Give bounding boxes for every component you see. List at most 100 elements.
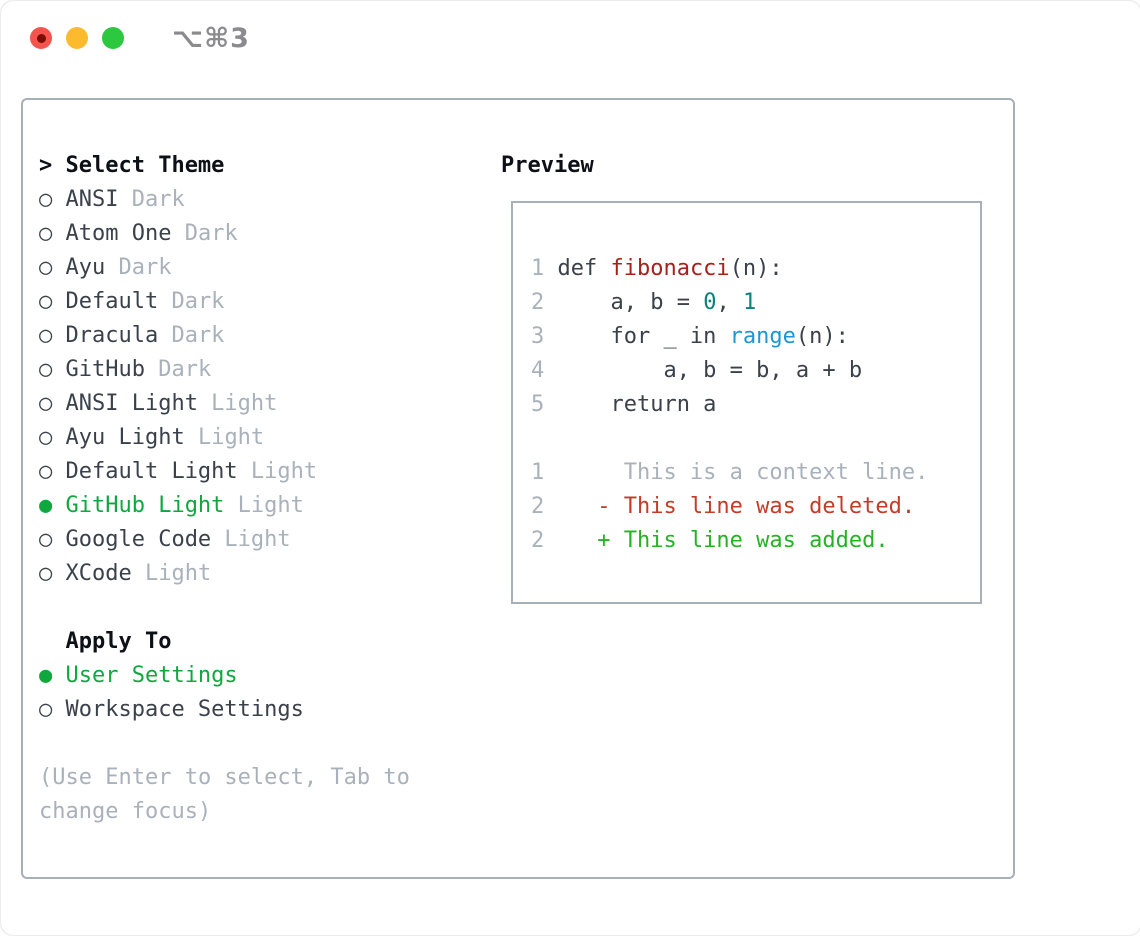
code-token: This is a context line. [557,460,929,485]
line-number: 2 [531,494,545,519]
theme-variant-tag: Light [237,459,318,484]
theme-variant-tag: Light [131,561,212,586]
code-token: - This line was deleted. [557,494,916,519]
option-label: GitHub [65,357,145,382]
theme-variant-tag: Dark [144,357,212,382]
theme-variant-tag: Dark [105,255,172,280]
line-number: 2 [531,528,545,553]
theme-variant-tag: Dark [158,289,225,314]
theme-variant-tag: Dark [158,323,225,348]
select-theme-title: Select Theme [65,153,225,178]
code-token: return a [557,392,717,417]
option-label: Ayu Light [65,425,185,450]
option-label: Default Light [65,459,238,484]
minimize-button[interactable] [66,27,88,49]
theme-option[interactable]: ○Atom One Dark [39,217,479,251]
code-token: fibonacci [610,256,730,281]
left-column: >Select Theme ○ANSI Dark○Atom One Dark○A… [39,149,479,829]
apply-to-header: Apply To [65,629,172,654]
preview-line: 4 a, b = b, a + b [531,354,980,388]
theme-variant-tag: Dark [118,187,185,212]
preview-line: 3 for _ in range(n): [531,320,980,354]
radio-unselected-icon: ○ [39,289,53,314]
theme-option[interactable]: ○ Ayu Dark [39,251,479,285]
line-number: 2 [531,290,545,315]
radio-unselected-icon: ○ [39,187,53,212]
radio-unselected-icon: ○ [39,323,53,348]
radio-unselected-icon: ○ [39,357,53,382]
option-label: XCode [65,561,132,586]
apply-to-option[interactable]: ○ Workspace Settings [39,693,479,727]
theme-variant-tag: Light [211,527,291,552]
theme-picker-panel: >Select Theme ○ANSI Dark○Atom One Dark○A… [21,98,1015,879]
code-token: a, b = b, a + b [557,358,863,383]
theme-option[interactable]: ○ANSI Light Light [39,387,479,421]
option-label: Workspace Settings [65,697,304,722]
code-token: 0 [703,290,717,315]
option-label: Dracula [65,323,159,348]
theme-option[interactable]: ○ ANSI Dark [39,183,479,217]
theme-option[interactable]: ○ GitHub Dark [39,353,479,387]
window-shortcut-label: ⌥⌘3 [172,22,250,54]
radio-selected-icon: ● [39,663,53,688]
code-token: for _ in [557,324,730,349]
preview-line: 2 a, b = 0, 1 [531,286,980,320]
theme-variant-tag: Light [224,493,304,518]
theme-option[interactable]: ○ Default Dark [39,285,479,319]
theme-option[interactable]: ○ Google Code Light [39,523,479,557]
code-token: (n): [795,324,849,349]
option-label: ANSI [65,187,119,212]
select-theme-header: >Select Theme [39,149,479,183]
code-token: (n): [729,256,783,281]
code-token: a, b = [557,290,704,315]
theme-variant-tag: Dark [171,221,238,246]
preview-line: 2 - This line was deleted. [531,490,980,524]
preview-line: 1 This is a context line. [531,456,980,490]
preview-line: 2 + This line was added. [531,524,980,558]
option-label: ANSI Light [65,391,198,416]
option-label: GitHub Light [65,493,225,518]
option-label: User Settings [65,663,238,688]
radio-unselected-icon: ○ [39,561,53,586]
radio-selected-icon: ● [39,493,53,518]
apply-to-option[interactable]: ● User Settings [39,659,479,693]
option-label: Ayu [65,255,106,280]
radio-unselected-icon: ○ [39,425,53,450]
preview-line: 5 return a [531,388,980,422]
hint-line: (Use Enter to select, Tab to [39,765,410,790]
code-token: , [716,290,743,315]
preview-line [531,422,980,456]
radio-unselected-icon: ○ [39,459,53,484]
theme-list: ○ANSI Dark○Atom One Dark○Ayu Dark○Defaul… [39,183,479,591]
keyboard-hint: (Use Enter to select, Tab to change focus… [39,761,479,829]
code-token: def [557,256,611,281]
close-button[interactable] [30,27,52,49]
apply-to-section: Apply To ● User Settings ○ Workspace Settin… [39,625,479,727]
option-label: Atom One [65,221,172,246]
line-number: 3 [531,324,545,349]
radio-unselected-icon: ○ [39,697,53,722]
preview-header: Preview [501,153,594,178]
theme-option[interactable]: ○ Default Light Light [39,455,479,489]
option-label: Default [65,289,159,314]
apply-to-list: ● User Settings ○ Workspace Settings [39,659,479,727]
theme-option[interactable]: ○Ayu Light Light [39,421,479,455]
theme-option[interactable]: ○ Dracula Dark [39,319,479,353]
hint-line: change focus) [39,799,212,824]
line-number: 1 [531,460,545,485]
line-number: 1 [531,256,545,281]
code-token: range [729,324,796,349]
code-token: + This line was added. [557,528,889,553]
line-number: 4 [531,358,545,383]
radio-unselected-icon: ○ [39,255,53,280]
option-label: Google Code [65,527,212,552]
unsaved-dot-icon [36,33,46,43]
theme-option[interactable]: ● GitHub Light Light [39,489,479,523]
radio-unselected-icon: ○ [39,391,53,416]
radio-unselected-icon: ○ [39,527,53,552]
theme-option[interactable]: ○ XCode Light [39,557,479,591]
zoom-button[interactable] [102,27,124,49]
preview-line: 1 def fibonacci(n): [531,252,980,286]
title-bar: ⌥⌘3 [1,1,1140,75]
